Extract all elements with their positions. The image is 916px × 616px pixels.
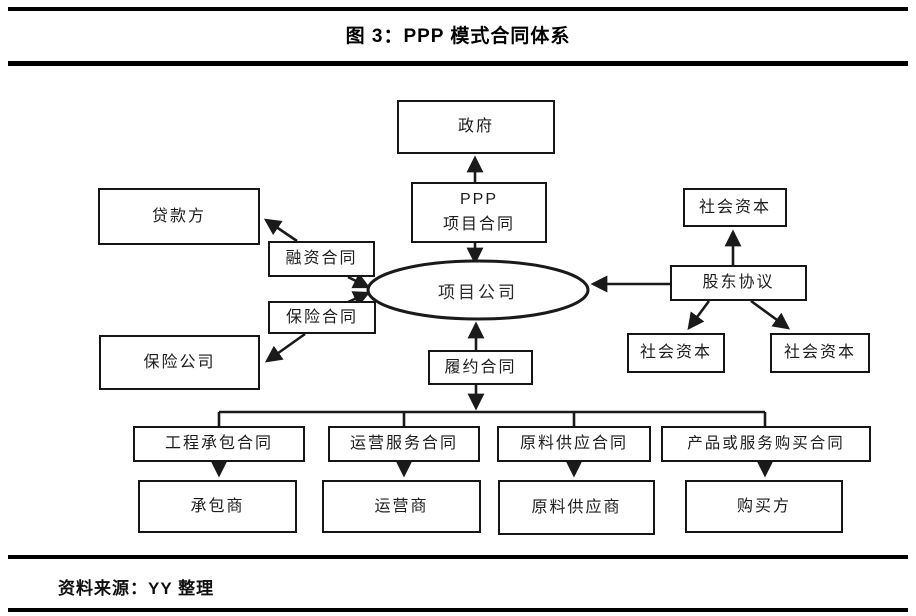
node-supplier: 原料供应商 [498,480,655,535]
ppp-contract-line1: PPP [459,190,498,208]
node-financing-contract: 融资合同 [268,241,375,277]
node-project-company: 项目公司 [438,282,518,302]
node-government: 政府 [397,100,555,154]
bottom-rule [8,608,908,612]
node-operator: 运营商 [322,480,481,533]
figure-title: 图 3：PPP 模式合同体系 [345,26,571,47]
node-buyer: 购买方 [685,480,843,533]
node-ppp-contract: PPP 项目合同 [411,182,547,243]
arrow-shareholder-to-social-right [750,299,791,330]
footer-divider-rule [8,555,908,559]
node-social-capital-left: 社会资本 [627,333,725,373]
node-purchase-contract: 产品或服务购买合同 [661,426,871,462]
project-company-ellipse [366,259,590,321]
node-insurance-company: 保险公司 [99,335,260,390]
arrow-shareholder-to-social-left [687,300,711,331]
ppp-contract-line2: 项目合同 [442,215,515,233]
node-insurance-contract: 保险合同 [268,301,376,334]
node-social-capital-right: 社会资本 [770,333,870,373]
node-shareholder-agreement: 股东协议 [670,265,807,301]
node-social-capital-top: 社会资本 [683,188,787,227]
arrow-insurance-to-company [347,291,371,307]
node-lender: 贷款方 [98,188,260,245]
node-om-contract: 运营服务合同 [328,426,480,462]
arrow-financing-to-lender [263,218,298,243]
top-rule [8,7,908,11]
node-contractor: 承包商 [138,480,297,533]
node-supply-contract: 原料供应合同 [497,426,651,462]
arrow-insurance-to-insurer [264,332,306,363]
arrow-financing-to-company [347,273,371,289]
title-divider-rule [8,61,908,66]
node-epc-contract: 工程承包合同 [133,426,305,462]
node-performance-contract: 履约合同 [428,350,533,385]
source-note: 资料来源：YY 整理 [58,579,215,598]
